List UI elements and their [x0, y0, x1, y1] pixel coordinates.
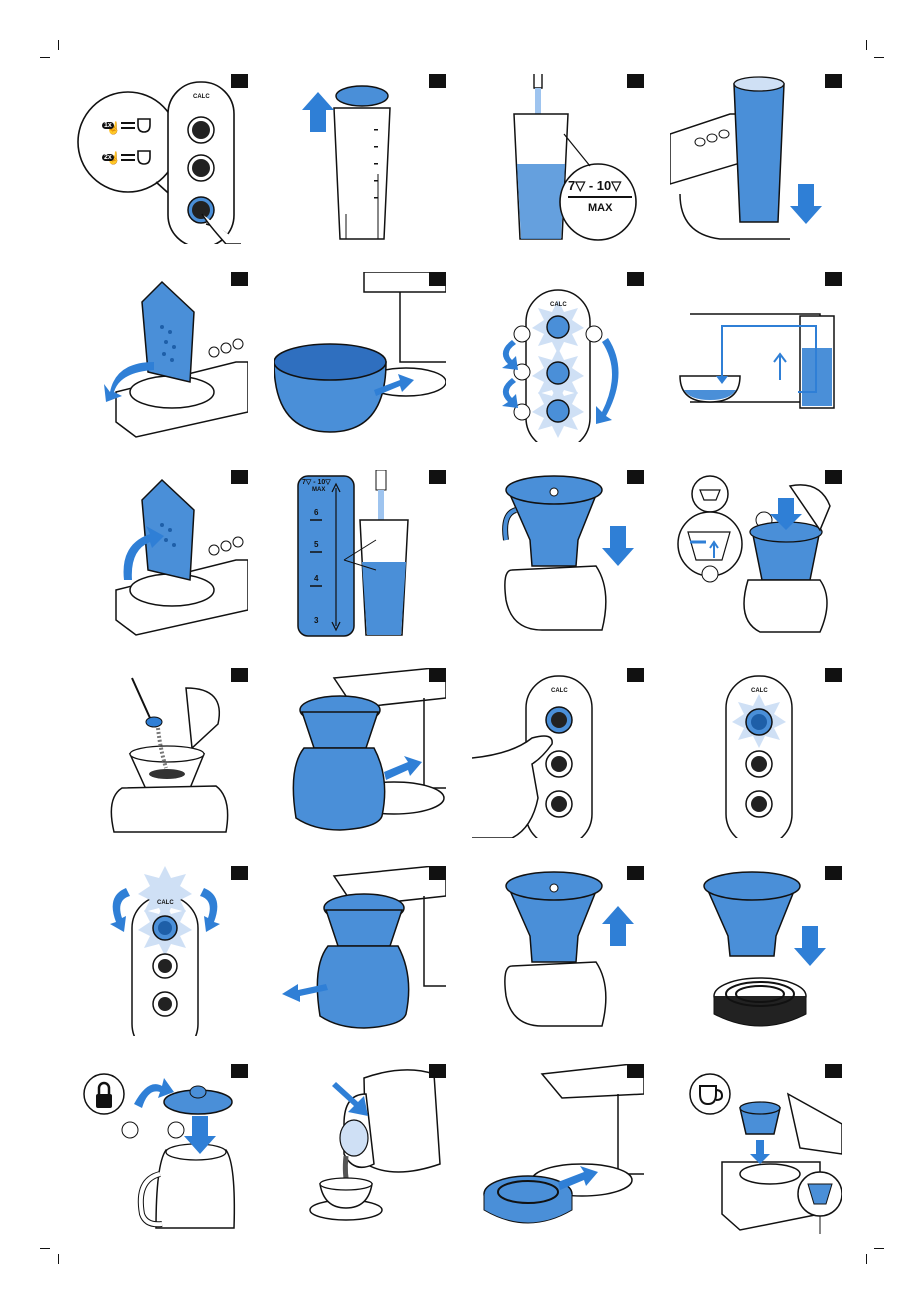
step-number-box: [429, 1064, 446, 1078]
calc-label: CALC: [751, 688, 768, 694]
step-number-box: [429, 668, 446, 682]
step-number-box: [627, 470, 644, 484]
step-number-box: [231, 74, 248, 88]
step-number-box: [429, 272, 446, 286]
scale-4-label: 4: [314, 574, 318, 583]
crop-mark: [58, 1254, 59, 1264]
crop-mark: [866, 1254, 867, 1264]
crop-mark: [866, 40, 867, 50]
scale-3-label: 3: [314, 616, 318, 625]
step-number-box: [627, 272, 644, 286]
step-number-box: [231, 668, 248, 682]
crop-mark: [874, 1248, 884, 1249]
step-panel-21: [76, 1064, 248, 1234]
step-number-box: [429, 866, 446, 880]
tap-once-icon: 1x: [102, 122, 114, 129]
step-panel-13: [76, 668, 248, 838]
step-number-box: [231, 272, 248, 286]
lock-icon: [96, 1094, 112, 1108]
step-panel-16: CALC: [670, 668, 842, 838]
step-panel-24: [670, 1064, 842, 1234]
scale-6-label: 6: [314, 508, 318, 517]
arrow-down-icon: [790, 184, 822, 224]
step-number-box: [825, 668, 842, 682]
step-number-box: [825, 272, 842, 286]
calc-label: CALC: [550, 302, 567, 308]
step-panel-20: [670, 866, 842, 1036]
step-number-box: [231, 866, 248, 880]
step-panel-23: [472, 1064, 644, 1234]
step-panel-11: [472, 470, 644, 640]
calc-label: CALC: [551, 688, 568, 694]
step-panel-18: [274, 866, 446, 1036]
step-panel-17: CALC: [76, 866, 248, 1036]
step-number-box: [825, 470, 842, 484]
arrow-up-icon: [302, 92, 334, 132]
crop-mark: [40, 1248, 50, 1249]
step-panel-15: CALC: [472, 668, 644, 838]
step-panel-1: ☝ ☝ CALC 1x 2x: [76, 74, 248, 244]
scale-max-label: MAX: [312, 487, 325, 493]
cups-range-label: 7▽ - 10▽: [568, 178, 621, 194]
calc-label: CALC: [193, 94, 210, 100]
tap-twice-icon: 2x: [102, 154, 114, 161]
step-number-box: [627, 866, 644, 880]
crop-mark: [58, 40, 59, 50]
step-number-box: [429, 470, 446, 484]
step-number-box: [825, 1064, 842, 1078]
step-number-box: [231, 1064, 248, 1078]
step-panel-8: [670, 272, 842, 442]
step-panel-9: [76, 470, 248, 640]
step-number-box: [627, 668, 644, 682]
calc-label: CALC: [157, 900, 174, 906]
step-panel-3: 7▽ - 10▽ MAX: [472, 74, 644, 244]
crop-mark: [40, 57, 50, 58]
step-panel-12: [670, 470, 842, 640]
step-number-box: [825, 866, 842, 880]
step-number-box: [627, 74, 644, 88]
step-panel-6: [274, 272, 446, 442]
scale-5-label: 5: [314, 540, 318, 549]
step-number-box: [231, 470, 248, 484]
step-panel-14: [274, 668, 446, 838]
max-label: MAX: [588, 202, 612, 214]
step-panel-10: 7▽ - 10▽ MAX 6 5 4 3: [274, 470, 446, 640]
step-panel-2: [274, 74, 446, 244]
step-number-box: [825, 74, 842, 88]
step-panel-5: [76, 272, 248, 442]
step-number-box: [429, 74, 446, 88]
step-panel-22: [274, 1064, 446, 1234]
step-panel-4: [670, 74, 842, 244]
crop-mark: [874, 57, 884, 58]
step-number-box: [627, 1064, 644, 1078]
step-panel-7: CALC: [472, 272, 644, 442]
scale-top-label: 7▽ - 10▽: [302, 478, 331, 486]
step-panel-19: [472, 866, 644, 1036]
